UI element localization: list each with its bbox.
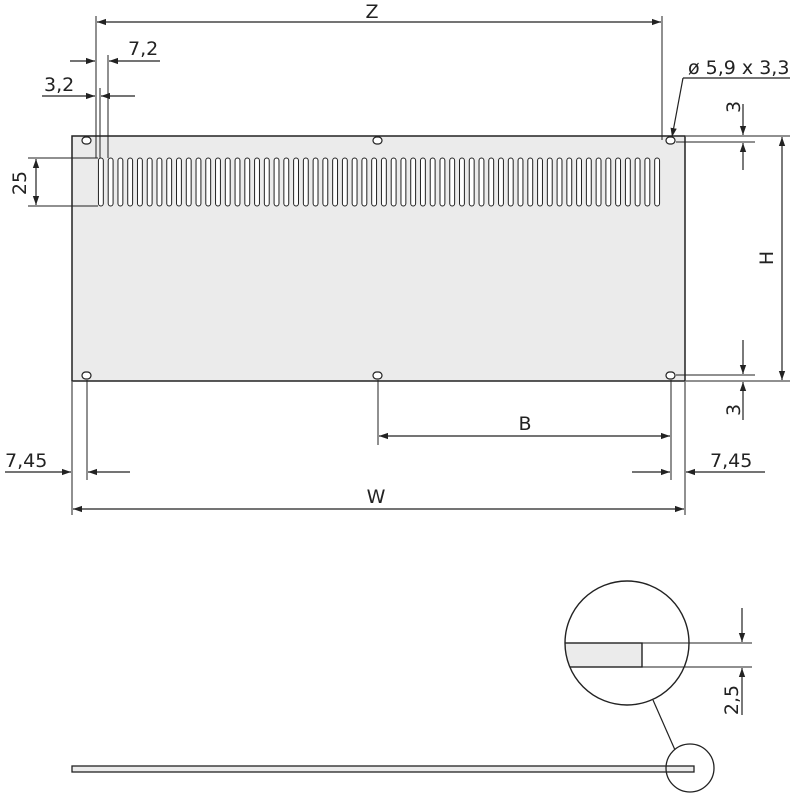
dimension-w-label: W xyxy=(367,486,386,508)
ventilation-slot xyxy=(410,157,417,207)
ventilation-slot xyxy=(527,157,534,207)
ventilation-slot xyxy=(419,157,426,207)
ventilation-slot xyxy=(556,157,563,207)
ventilation-slots xyxy=(97,157,661,207)
dimension-slot-width: 3,2 xyxy=(42,74,135,158)
dimension-slot-pitch-label: 7,2 xyxy=(128,38,158,60)
dimension-b: B xyxy=(377,380,672,480)
ventilation-slot xyxy=(244,157,251,207)
ventilation-slot xyxy=(537,157,543,207)
ventilation-slot xyxy=(215,157,221,207)
ventilation-slot xyxy=(439,157,446,207)
ventilation-slot xyxy=(390,157,397,207)
ventilation-slot xyxy=(351,157,358,207)
ventilation-slot xyxy=(224,157,231,207)
dimension-right-margin: 7,45 xyxy=(632,382,765,515)
mounting-hole-top-center xyxy=(372,136,383,145)
side-view-plate xyxy=(71,765,695,773)
ventilation-slot xyxy=(263,157,270,207)
detail-marker-circle xyxy=(665,743,715,793)
ventilation-slot xyxy=(654,157,661,207)
ventilation-slot xyxy=(254,157,260,207)
detail-view xyxy=(564,580,752,706)
dimension-thickness-label: 2,5 xyxy=(721,685,743,715)
dimension-left-margin: 7,45 xyxy=(5,380,130,515)
ventilation-slot xyxy=(585,157,592,207)
ventilation-slot xyxy=(332,157,339,207)
detail-plate-section xyxy=(565,642,643,668)
dimension-h-label: H xyxy=(756,251,778,265)
ventilation-slot xyxy=(400,157,407,207)
mounting-hole-top-left xyxy=(81,136,92,145)
dimension-slot-height-label: 25 xyxy=(9,171,31,195)
ventilation-slot xyxy=(595,157,602,207)
ventilation-slot xyxy=(136,157,143,207)
ventilation-slot xyxy=(449,157,456,207)
ventilation-slot xyxy=(546,157,553,207)
dimension-z: Z xyxy=(95,1,663,158)
ventilation-slot xyxy=(380,157,387,207)
dimension-right-margin-label: 7,45 xyxy=(710,450,752,472)
dimension-left-margin-label: 7,45 xyxy=(5,450,47,472)
ventilation-slot xyxy=(234,157,241,207)
ventilation-slot xyxy=(195,157,202,207)
ventilation-slot xyxy=(293,157,299,207)
ventilation-slot xyxy=(205,157,212,207)
dimension-w: W xyxy=(73,486,684,513)
dimension-z-label: Z xyxy=(365,1,378,23)
ventilation-slot xyxy=(166,157,173,207)
ventilation-slot xyxy=(468,157,475,207)
hole-spec-label: ø 5,9 x 3,3 xyxy=(688,57,789,79)
dimension-bottom-offset-label: 3 xyxy=(723,404,745,416)
dimension-thickness: 2,5 xyxy=(721,608,746,715)
ventilation-slot xyxy=(361,157,368,207)
ventilation-slot xyxy=(322,157,329,207)
ventilation-slot xyxy=(283,157,290,207)
ventilation-slot xyxy=(488,157,495,207)
ventilation-slot xyxy=(312,157,319,207)
ventilation-slot xyxy=(615,157,622,207)
side-view xyxy=(71,699,715,793)
ventilation-slot xyxy=(156,157,163,207)
ventilation-slot xyxy=(273,157,280,207)
ventilation-slot xyxy=(107,157,114,207)
ventilation-slot xyxy=(605,157,612,207)
ventilation-slot xyxy=(97,157,104,207)
panel-body xyxy=(71,135,686,382)
ventilation-slot xyxy=(127,157,134,207)
ventilation-slot xyxy=(185,157,192,207)
ventilation-slot xyxy=(644,157,651,207)
ventilation-slot xyxy=(507,157,514,207)
dimension-h: H xyxy=(686,137,790,382)
ventilation-slot xyxy=(302,157,309,207)
ventilation-slot xyxy=(117,157,124,207)
ventilation-slot xyxy=(176,157,182,207)
mounting-hole-bottom-right xyxy=(665,371,676,380)
mounting-holes xyxy=(81,136,676,380)
ventilation-slot xyxy=(371,157,378,207)
mounting-hole-top-right xyxy=(665,136,676,145)
ventilation-slot xyxy=(634,157,641,207)
ventilation-slot xyxy=(429,157,436,207)
ventilation-slot xyxy=(459,157,465,207)
ventilation-slot xyxy=(517,157,524,207)
ventilation-slot xyxy=(498,157,504,207)
dimension-b-label: B xyxy=(518,413,531,435)
ventilation-slot xyxy=(624,157,631,207)
ventilation-slot xyxy=(478,157,485,207)
dimension-bottom-offset: 3 xyxy=(676,340,755,420)
hole-spec-callout: ø 5,9 x 3,3 xyxy=(670,57,790,138)
ventilation-slot xyxy=(566,157,573,207)
dimension-slot-pitch: 7,2 xyxy=(70,38,160,158)
mounting-hole-bottom-left xyxy=(81,371,92,380)
ventilation-slot xyxy=(146,157,153,207)
ventilation-slot xyxy=(341,157,348,207)
dimension-slot-height: 25 xyxy=(9,157,98,207)
dimension-top-offset: 3 xyxy=(676,101,790,170)
dimension-slot-width-label: 3,2 xyxy=(44,74,74,96)
ventilation-slot xyxy=(576,157,582,207)
mounting-hole-bottom-center xyxy=(372,371,383,380)
dimension-top-offset-label: 3 xyxy=(723,101,745,113)
